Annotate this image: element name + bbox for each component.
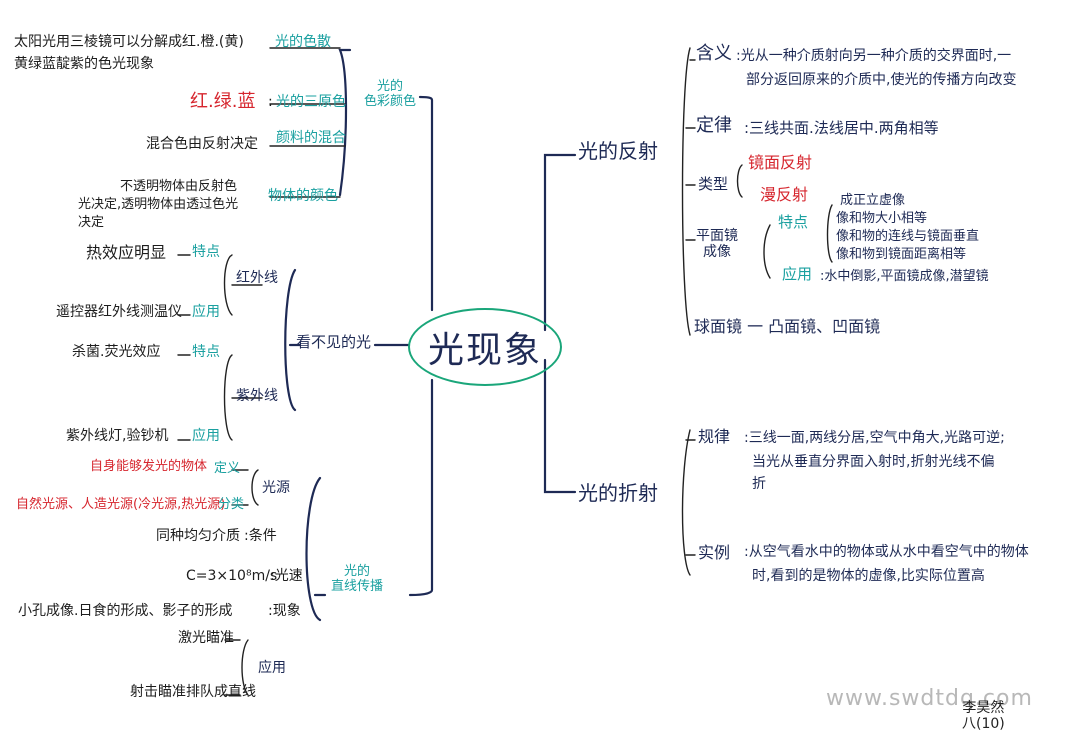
phenomena-text: 小孔成像.日食的形成、影子的形成: [18, 603, 233, 619]
tag-source-definition: 定义: [214, 461, 241, 476]
tag-mirror-feature: 特点: [778, 213, 809, 231]
tag-types: 类型: [698, 175, 729, 193]
tag-dispersion: 光的色散: [275, 34, 331, 50]
dispersion-def-line1: 太阳光用三棱镜可以分解成红.橙.(黄): [14, 34, 244, 50]
tag-rule: 规律: [698, 427, 731, 446]
tag-meaning: 含义: [696, 43, 732, 64]
tag-phenomena: :现象: [268, 603, 301, 619]
ultraviolet-feature: 杀菌.荧光效应: [72, 344, 161, 360]
mirror-feature-2: 像和物大小相等: [836, 211, 928, 226]
signature: 李昊然 八(10): [962, 700, 1005, 733]
tag-pigment: 颜料的混合: [276, 130, 346, 146]
branch-dispersion: 光的 色彩颜色: [363, 79, 416, 109]
ultraviolet-label: 紫外线: [236, 388, 278, 404]
tag-condition: :条件: [244, 528, 277, 544]
rule-line3: 折: [752, 476, 766, 492]
meaning-line2: 部分返回原来的介质中,使光的传播方向改变: [746, 72, 1017, 88]
branch-refraction: 光的折射: [578, 481, 658, 505]
tag-mirror-use: 应用: [782, 265, 813, 283]
infrared-feature: 热效应明显: [86, 243, 167, 262]
branch-invisible-light: 看不见的光: [296, 333, 372, 351]
apply-item-laser: 激光瞄准: [178, 630, 234, 646]
spherical-mirror: 球面镜 一 凸面镜、凹面镜: [694, 317, 881, 336]
type-diffuse: 漫反射: [760, 185, 809, 204]
rule-line2: 当光从垂直分界面入射时,折射光线不偏: [752, 454, 995, 470]
meaning-line1: :光从一种介质射向另一种介质的交界面时,一: [736, 48, 1012, 64]
tag-speed: :光速: [270, 568, 303, 584]
object-color-line2: 光决定,透明物体由透过色光: [78, 197, 239, 212]
tag-law: 定律: [696, 115, 732, 136]
speed-text: C=3×10⁸m/s: [186, 568, 278, 584]
dispersion-def-line2: 黄绿蓝靛紫的色光现象: [14, 56, 154, 72]
tag-infrared-use: 应用: [192, 304, 220, 320]
type-specular: 镜面反射: [748, 153, 813, 172]
example-line2: 时,看到的是物体的虚像,比实际位置高: [752, 568, 985, 584]
tag-object-color: 物体的颜色: [268, 188, 338, 204]
tag-primary-colors: 光的三原色: [276, 94, 346, 110]
central-topic: 光现象: [408, 308, 562, 386]
tag-infrared-feature: 特点: [192, 244, 220, 260]
condition-text: 同种均匀介质: [156, 528, 240, 544]
branch-reflection: 光的反射: [578, 139, 658, 163]
object-color-line1: 不透明物体由反射色: [120, 179, 238, 194]
law-text: :三线共面.法线居中.两角相等: [744, 119, 939, 137]
apply-item-aim: 射击瞄准排队成直线: [130, 684, 256, 700]
infrared-label: 红外线: [236, 270, 278, 286]
tag-plane-mirror: 平面镜 成像: [696, 228, 738, 261]
primary-colors-colon: :: [268, 94, 273, 110]
tag-example: 实例: [698, 543, 731, 562]
source-classification: 自然光源、人造光源(冷光源,热光源): [16, 497, 226, 512]
primary-colors: 红.绿.蓝: [190, 91, 256, 112]
central-topic-text: 光现象: [427, 330, 542, 371]
apply-label: 应用: [258, 660, 286, 676]
object-color-line3: 决定: [78, 215, 105, 230]
mirror-feature-4: 像和物到镜面距离相等: [836, 247, 967, 262]
light-source-label: 光源: [262, 480, 290, 496]
infrared-use: 遥控器红外线测温仪: [56, 304, 182, 320]
tag-source-classification: 分类: [218, 497, 245, 512]
mirror-feature-3: 像和物的连线与镜面垂直: [836, 229, 980, 244]
rule-line1: :三线一面,两线分居,空气中角大,光路可逆;: [744, 430, 1005, 446]
mirror-feature-1: 成正立虚像: [840, 193, 906, 208]
branch-straight-propagation: 光的 直线传播: [330, 564, 383, 594]
mirror-use-text: :水中倒影,平面镜成像,潜望镜: [820, 269, 989, 284]
pigment-text: 混合色由反射决定: [146, 136, 258, 152]
example-line1: :从空气看水中的物体或从水中看空气中的物体: [744, 544, 1029, 560]
tag-ultraviolet-use: 应用: [192, 428, 220, 444]
ultraviolet-use: 紫外线灯,验钞机: [66, 428, 169, 444]
source-definition: 自身能够发光的物体: [90, 459, 208, 474]
tag-ultraviolet-feature: 特点: [192, 344, 220, 360]
watermark: www.swdtdq.com: [826, 686, 1033, 711]
